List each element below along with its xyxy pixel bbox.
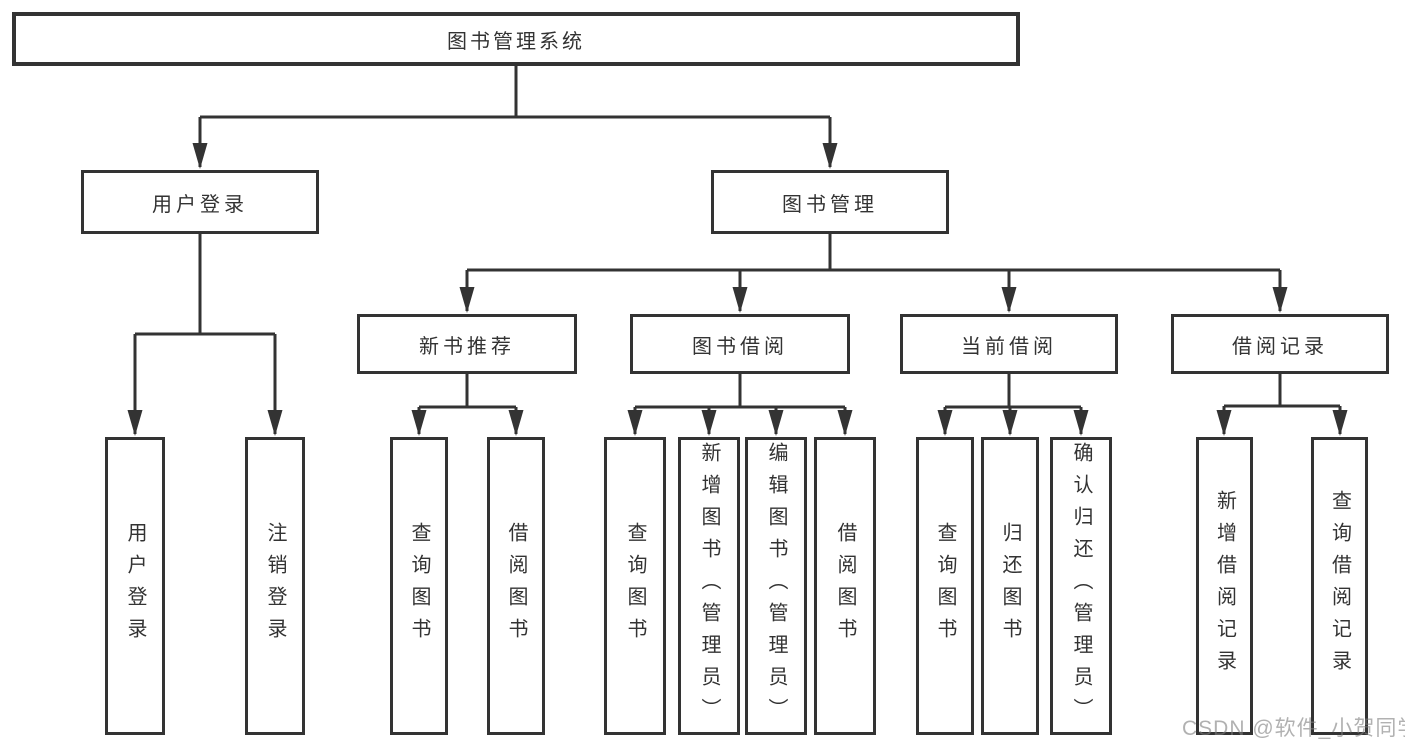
node-label: 新增图书（管理员）	[698, 442, 720, 730]
node-book-borrowing: 图书借阅	[630, 314, 850, 374]
node-label: 用户登录	[152, 193, 248, 216]
node-label: 图书管理	[782, 193, 878, 216]
node-label: 新书推荐	[419, 335, 515, 358]
leaf-newrec-borrow-books: 借阅图书	[487, 437, 545, 735]
node-library-system: 图书管理系统	[12, 12, 1020, 66]
leaf-borrow-edit-books-admin: 编辑图书（管理员）	[745, 437, 807, 735]
leaf-newrec-query-books: 查询图书	[390, 437, 448, 735]
node-label: 查询图书	[408, 522, 430, 650]
node-label: 确认归还（管理员）	[1070, 442, 1092, 730]
node-borrowing-records: 借阅记录	[1171, 314, 1389, 374]
node-label: 编辑图书（管理员）	[765, 442, 787, 730]
node-label: 查询图书	[624, 522, 646, 650]
wire-root-rail	[135, 66, 1340, 409]
node-user-login: 用户登录	[81, 170, 319, 234]
leaf-logout: 注销登录	[245, 437, 305, 735]
node-label: 新增借阅记录	[1213, 490, 1236, 682]
node-label: 查询借阅记录	[1328, 490, 1351, 682]
leaf-current-query-books: 查询图书	[916, 437, 974, 735]
node-label: 借阅图书	[834, 522, 856, 650]
node-label: 注销登录	[264, 522, 286, 650]
leaf-borrow-add-books-admin: 新增图书（管理员）	[678, 437, 740, 735]
leaf-user-login: 用户登录	[105, 437, 165, 735]
node-label: 借阅图书	[505, 522, 527, 650]
node-label: 图书管理系统	[447, 30, 585, 53]
leaf-current-return-books: 归还图书	[981, 437, 1039, 735]
node-label: 用户登录	[124, 522, 146, 650]
node-label: 图书借阅	[692, 335, 788, 358]
leaf-records-add-borrow-record: 新增借阅记录	[1196, 437, 1253, 735]
node-book-management: 图书管理	[711, 170, 949, 234]
leaf-current-confirm-return-admin: 确认归还（管理员）	[1050, 437, 1112, 735]
node-new-book-recommendation: 新书推荐	[357, 314, 577, 374]
node-label: 当前借阅	[961, 335, 1057, 358]
node-label: 借阅记录	[1232, 335, 1328, 358]
csdn-watermark: CSDN @软件_小贺同学	[1182, 717, 1405, 740]
leaf-borrow-query-books: 查询图书	[604, 437, 666, 735]
leaf-borrow-borrow-books: 借阅图书	[814, 437, 876, 735]
node-current-borrowing: 当前借阅	[900, 314, 1118, 374]
leaf-records-query-borrow-record: 查询借阅记录	[1311, 437, 1368, 735]
node-label: 查询图书	[934, 522, 956, 650]
node-label: 归还图书	[999, 522, 1021, 650]
